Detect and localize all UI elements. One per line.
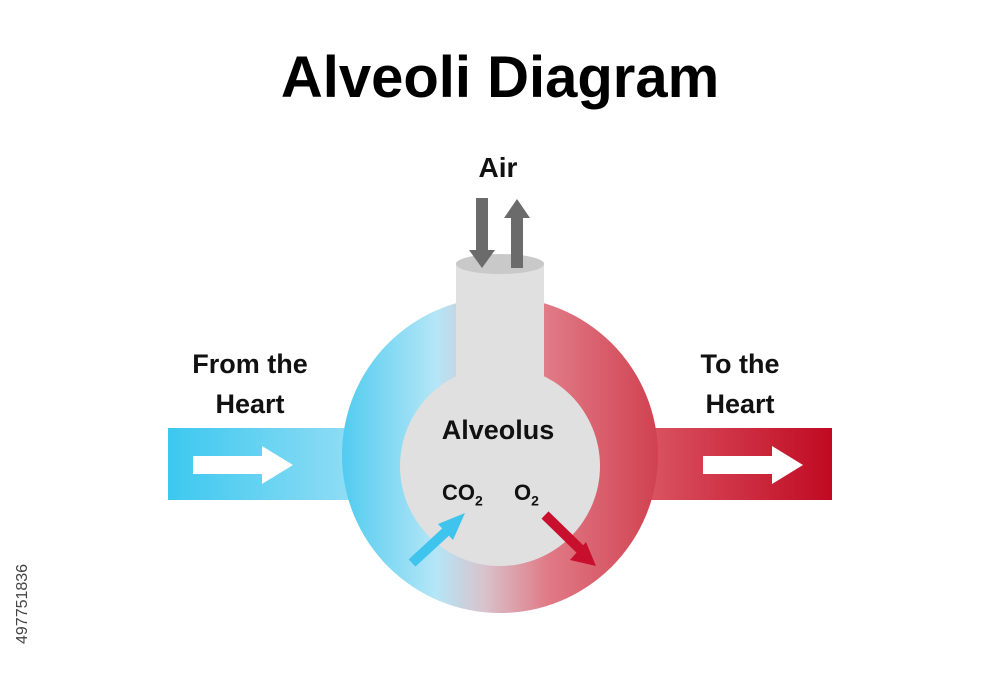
- co2-diffusion-arrow-icon: [408, 513, 465, 567]
- co2-label-subscript: 2: [475, 492, 483, 509]
- from-heart-label-line1: From the: [192, 349, 308, 379]
- co2-label: CO2: [442, 480, 483, 508]
- o2-label: O2: [514, 480, 539, 508]
- to-heart-label: To the Heart: [640, 344, 840, 424]
- o2-label-base: O: [514, 480, 532, 505]
- flow-arrow-out-icon: [703, 446, 803, 484]
- flow-arrow-in-icon: [193, 446, 293, 484]
- alveolus-duct: [456, 262, 544, 402]
- air-in-arrow-icon: [469, 198, 495, 268]
- diagram-title: Alveoli Diagram: [280, 45, 720, 110]
- from-heart-label: From the Heart: [150, 344, 350, 424]
- o2-diffusion-arrow-icon: [541, 511, 596, 566]
- stock-id-watermark: 497751836: [14, 563, 31, 644]
- alveolus-label: Alveolus: [441, 415, 555, 445]
- to-heart-label-line1: To the: [700, 349, 780, 379]
- o2-label-subscript: 2: [531, 492, 539, 509]
- air-out-arrow-icon: [504, 199, 530, 268]
- co2-label-base: CO: [442, 480, 475, 505]
- from-heart-label-line2: Heart: [215, 389, 285, 419]
- to-heart-label-line2: Heart: [705, 389, 775, 419]
- alveolus-duct-opening: [456, 254, 544, 274]
- air-label: Air: [478, 152, 518, 183]
